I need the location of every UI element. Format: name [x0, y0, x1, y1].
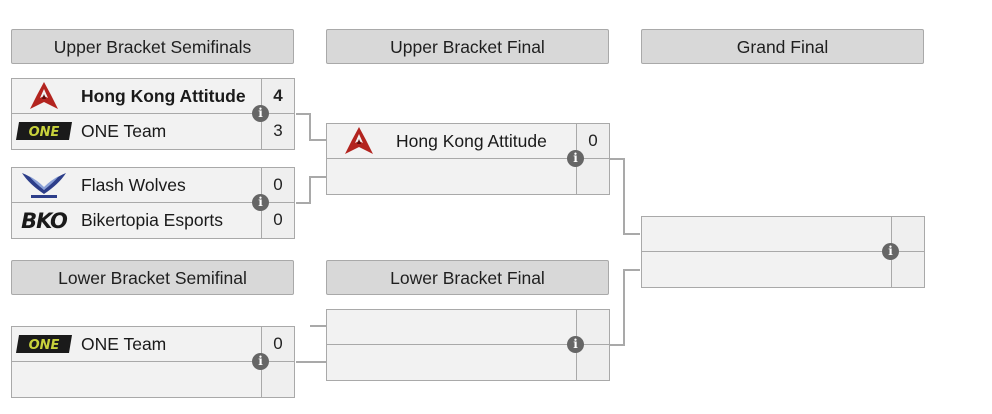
team-name: Hong Kong Attitude: [396, 131, 547, 151]
opponent-slot[interactable]: [326, 159, 610, 195]
opponent-slot[interactable]: [326, 345, 610, 381]
match-info-icon[interactable]: i: [252, 194, 269, 211]
bikertopia-esports-logo: BKO: [15, 206, 73, 234]
match-info-icon[interactable]: i: [882, 243, 899, 260]
one-team-logo: ONE: [15, 330, 73, 358]
opponent-slot[interactable]: Hong Kong Attitude 4: [11, 78, 295, 114]
match-info-icon[interactable]: i: [252, 105, 269, 122]
svg-text:BKO: BKO: [21, 209, 68, 232]
round-header-upper-final: Upper Bracket Final: [326, 29, 609, 64]
team-name: Flash Wolves: [81, 175, 186, 195]
one-team-logo: ONE: [15, 117, 73, 145]
team-score: [576, 345, 609, 380]
opponent-slot[interactable]: [326, 309, 610, 345]
team-name: Bikertopia Esports: [81, 210, 224, 230]
match-upper-final: Hong Kong Attitude 0 i: [326, 123, 610, 195]
team-name: ONE Team: [81, 121, 167, 141]
team-score: 0: [261, 203, 294, 238]
team-name: Hong Kong Attitude: [81, 86, 246, 106]
hong-kong-attitude-logo: [330, 127, 388, 155]
team-name: ONE Team: [81, 334, 167, 354]
round-header-lower-semifinal: Lower Bracket Semifinal: [11, 260, 294, 295]
round-header-upper-semifinals: Upper Bracket Semifinals: [11, 29, 294, 64]
svg-text:ONE: ONE: [29, 125, 60, 140]
opponent-slot[interactable]: BKO Bikertopia Esports 0: [11, 203, 295, 239]
match-info-icon[interactable]: i: [567, 150, 584, 167]
team-score: [891, 252, 924, 287]
match-upper-semifinal-1: Hong Kong Attitude 4 ONE ONE Team 3 i: [11, 78, 295, 150]
opponent-slot[interactable]: ONE ONE Team 0: [11, 326, 295, 362]
opponent-slot[interactable]: ONE ONE Team 3: [11, 114, 295, 150]
team-score: 3: [261, 114, 294, 149]
round-header-grand-final: Grand Final: [641, 29, 924, 64]
opponent-slot[interactable]: [641, 252, 925, 288]
match-lower-semifinal: ONE ONE Team 0 i: [11, 326, 295, 398]
match-info-icon[interactable]: i: [567, 336, 584, 353]
flash-wolves-logo: [15, 171, 73, 199]
svg-text:ONE: ONE: [29, 338, 60, 353]
opponent-slot[interactable]: [641, 216, 925, 252]
match-upper-semifinal-2: Flash Wolves 0 BKO Bikertopia Esports 0 …: [11, 167, 295, 239]
opponent-slot[interactable]: [11, 362, 295, 398]
match-info-icon[interactable]: i: [252, 353, 269, 370]
match-lower-final: i: [326, 309, 610, 381]
match-grand-final: i: [641, 216, 925, 288]
hong-kong-attitude-logo: [15, 82, 73, 110]
round-header-lower-final: Lower Bracket Final: [326, 260, 609, 295]
opponent-slot[interactable]: Flash Wolves 0: [11, 167, 295, 203]
opponent-slot[interactable]: Hong Kong Attitude 0: [326, 123, 610, 159]
team-score: [576, 159, 609, 194]
team-score: [261, 362, 294, 397]
